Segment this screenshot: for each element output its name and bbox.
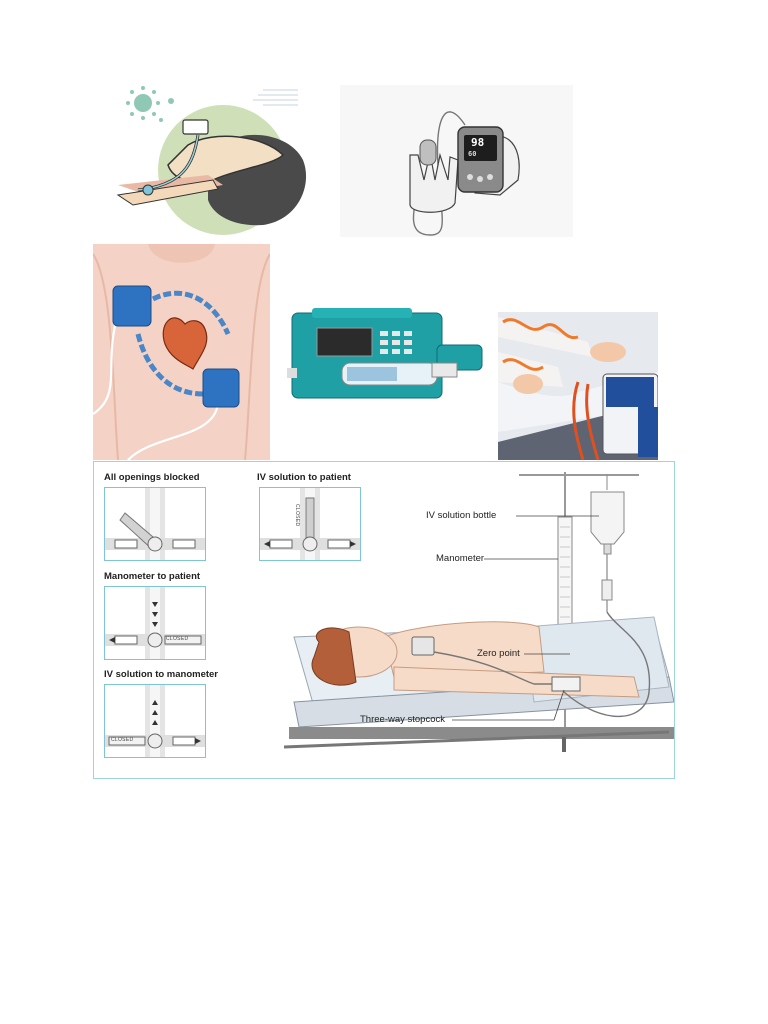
spo2-readout: 98 <box>471 136 485 149</box>
stopcock-inset-blocked <box>104 487 206 561</box>
stopcock-inset-iv-to-manometer <box>104 684 206 758</box>
pulse-oximeter-illustration: 98 60 <box>340 85 573 237</box>
cvp-manometer-figure: All openings blocked IV solution to pati… <box>93 461 675 779</box>
panel-title-iv-to-manometer: IV solution to manometer <box>104 669 219 680</box>
closed-label-iv-to-manometer: CLOSED <box>111 737 134 743</box>
intubation-illustration <box>113 85 325 235</box>
stopcock-inset-iv-to-patient <box>259 487 361 561</box>
closed-label-manometer-to-patient: CLOSED <box>166 636 189 642</box>
callout-manometer: Manometer <box>436 553 485 564</box>
callout-three-way-stopcock: Three-way stopcock <box>360 714 446 725</box>
callout-iv-solution-bottle: IV solution bottle <box>426 510 497 521</box>
compression-device-photo <box>498 312 658 460</box>
panel-title-manometer-to-patient: Manometer to patient <box>104 571 201 582</box>
pulse-readout: 60 <box>468 150 477 158</box>
stopcock-inset-manometer-to-patient <box>104 586 206 660</box>
virus-icon <box>126 86 174 122</box>
panel-title-all-openings-blocked: All openings blocked <box>104 472 200 483</box>
defibrillator-pads-illustration <box>93 244 270 460</box>
callout-zero-point: Zero point <box>477 648 520 659</box>
patient-bed-scene <box>283 472 674 752</box>
panel-title-iv-to-patient: IV solution to patient <box>257 472 351 483</box>
syringe-pump-photo <box>282 303 492 408</box>
